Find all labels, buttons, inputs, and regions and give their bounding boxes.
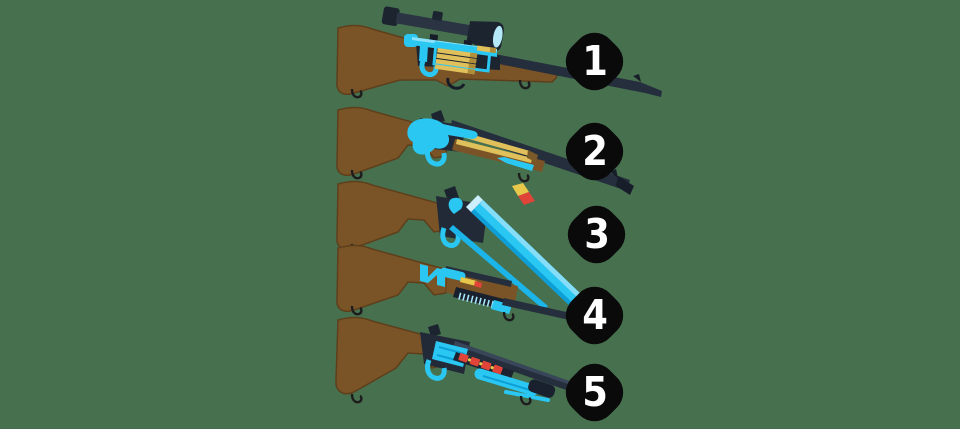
step-number-1: 1 [582, 37, 607, 85]
step-number-5: 5 [582, 368, 607, 416]
gun1-trigger-guard [446, 77, 466, 90]
gun5-mag-cap [528, 379, 556, 398]
break-action-shotgun-open-icon [336, 180, 583, 310]
step-number-2: 2 [582, 127, 607, 175]
gun4-stock [336, 244, 449, 312]
pump-action-shotgun-icon [335, 316, 592, 406]
gun3-hammer [444, 186, 459, 201]
step-number-3: 3 [584, 210, 609, 258]
gun4-bolt [439, 267, 466, 281]
gun4-recoil-spring [460, 277, 477, 286]
gun4-barrel [502, 298, 584, 323]
gun5-hammer [428, 324, 441, 337]
semi-auto-rifle-icon [336, 244, 590, 325]
gun3-breech-face [466, 195, 483, 212]
gun2-muzzle [616, 176, 634, 195]
gun2-action [407, 118, 478, 155]
scope-lens [492, 25, 503, 48]
step-number-4: 4 [582, 291, 607, 339]
gun2-mag-spring-lower [456, 139, 532, 163]
scoped-bolt-action-rifle-icon [336, 6, 662, 99]
gun5-shells [458, 353, 503, 375]
gun1-bolt-handle [419, 60, 439, 78]
gun3-open-barrel [471, 200, 583, 308]
gun3-shotshell [512, 183, 535, 205]
gun1-front-sight [633, 74, 641, 82]
gun1-cartridges [434, 45, 497, 75]
gun4-bolt-handle [420, 264, 445, 287]
gun3-stock [336, 180, 449, 250]
gun4-rail [453, 287, 504, 309]
gun5-trigger-guard [425, 359, 447, 381]
gun1-magazine [432, 41, 492, 73]
gun2-follower [497, 157, 534, 171]
gun3-trigger-guard [440, 227, 461, 248]
scope [381, 6, 504, 51]
gun3-forend-rail [449, 225, 548, 310]
gun3-trigger [448, 197, 463, 214]
gun2-lever-loop [425, 145, 447, 167]
gun4-rail-cap [491, 300, 512, 314]
gun4-top-strip [445, 266, 512, 287]
